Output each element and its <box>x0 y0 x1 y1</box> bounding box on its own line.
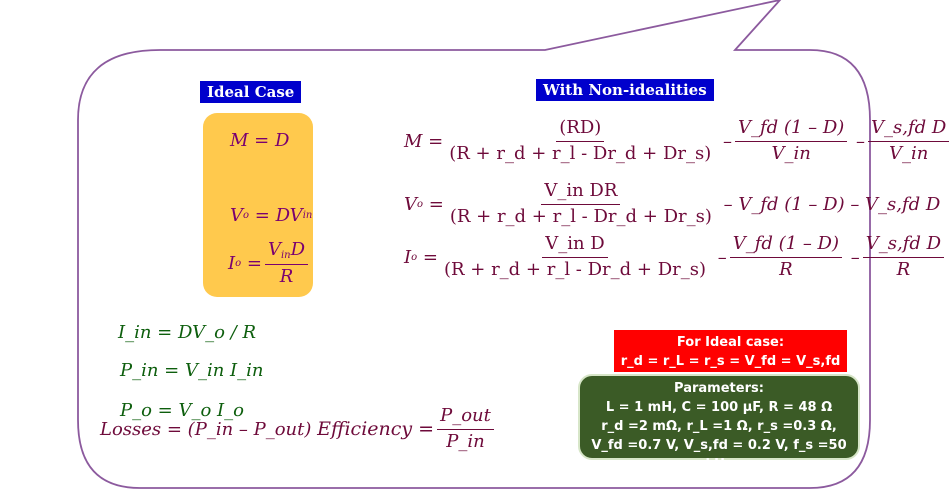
ideal-M-equation: M = D <box>230 130 290 151</box>
ideal-case-box <box>203 113 313 297</box>
output-power-equation: P_o = V_o I_o <box>120 400 244 421</box>
ideal-case-note: For Ideal case: r_d = r_L = r_s = V_fd =… <box>614 330 847 388</box>
input-current-equation: I_in = DV_o / R <box>118 322 256 343</box>
parameters-title: Parameters: <box>674 381 764 396</box>
parameters-line-3: V_fd =0.7 V, V_s,fd = 0.2 V, f_s =50 kHz <box>591 438 847 472</box>
nonideal-M-equation: M = (RD) (R + r_d + r_l - Dr_d + Dr_s) –… <box>404 117 950 164</box>
losses-efficiency-equation: Losses = (P_in – P_out) Efficiency = P_o… <box>100 405 497 452</box>
input-power-equation: P_in = V_in I_in <box>120 360 264 381</box>
parameters-box: Parameters: L = 1 mH, C = 100 μF, R = 48… <box>578 374 860 472</box>
parameters-line-2: r_d =2 mΩ, r_L =1 Ω, r_s =0.3 Ω, <box>601 419 837 434</box>
non-idealities-header: With Non-idealities <box>536 79 714 101</box>
ideal-case-header: Ideal Case <box>200 81 302 103</box>
parameters-line-1: L = 1 mH, C = 100 μF, R = 48 Ω <box>605 400 833 415</box>
